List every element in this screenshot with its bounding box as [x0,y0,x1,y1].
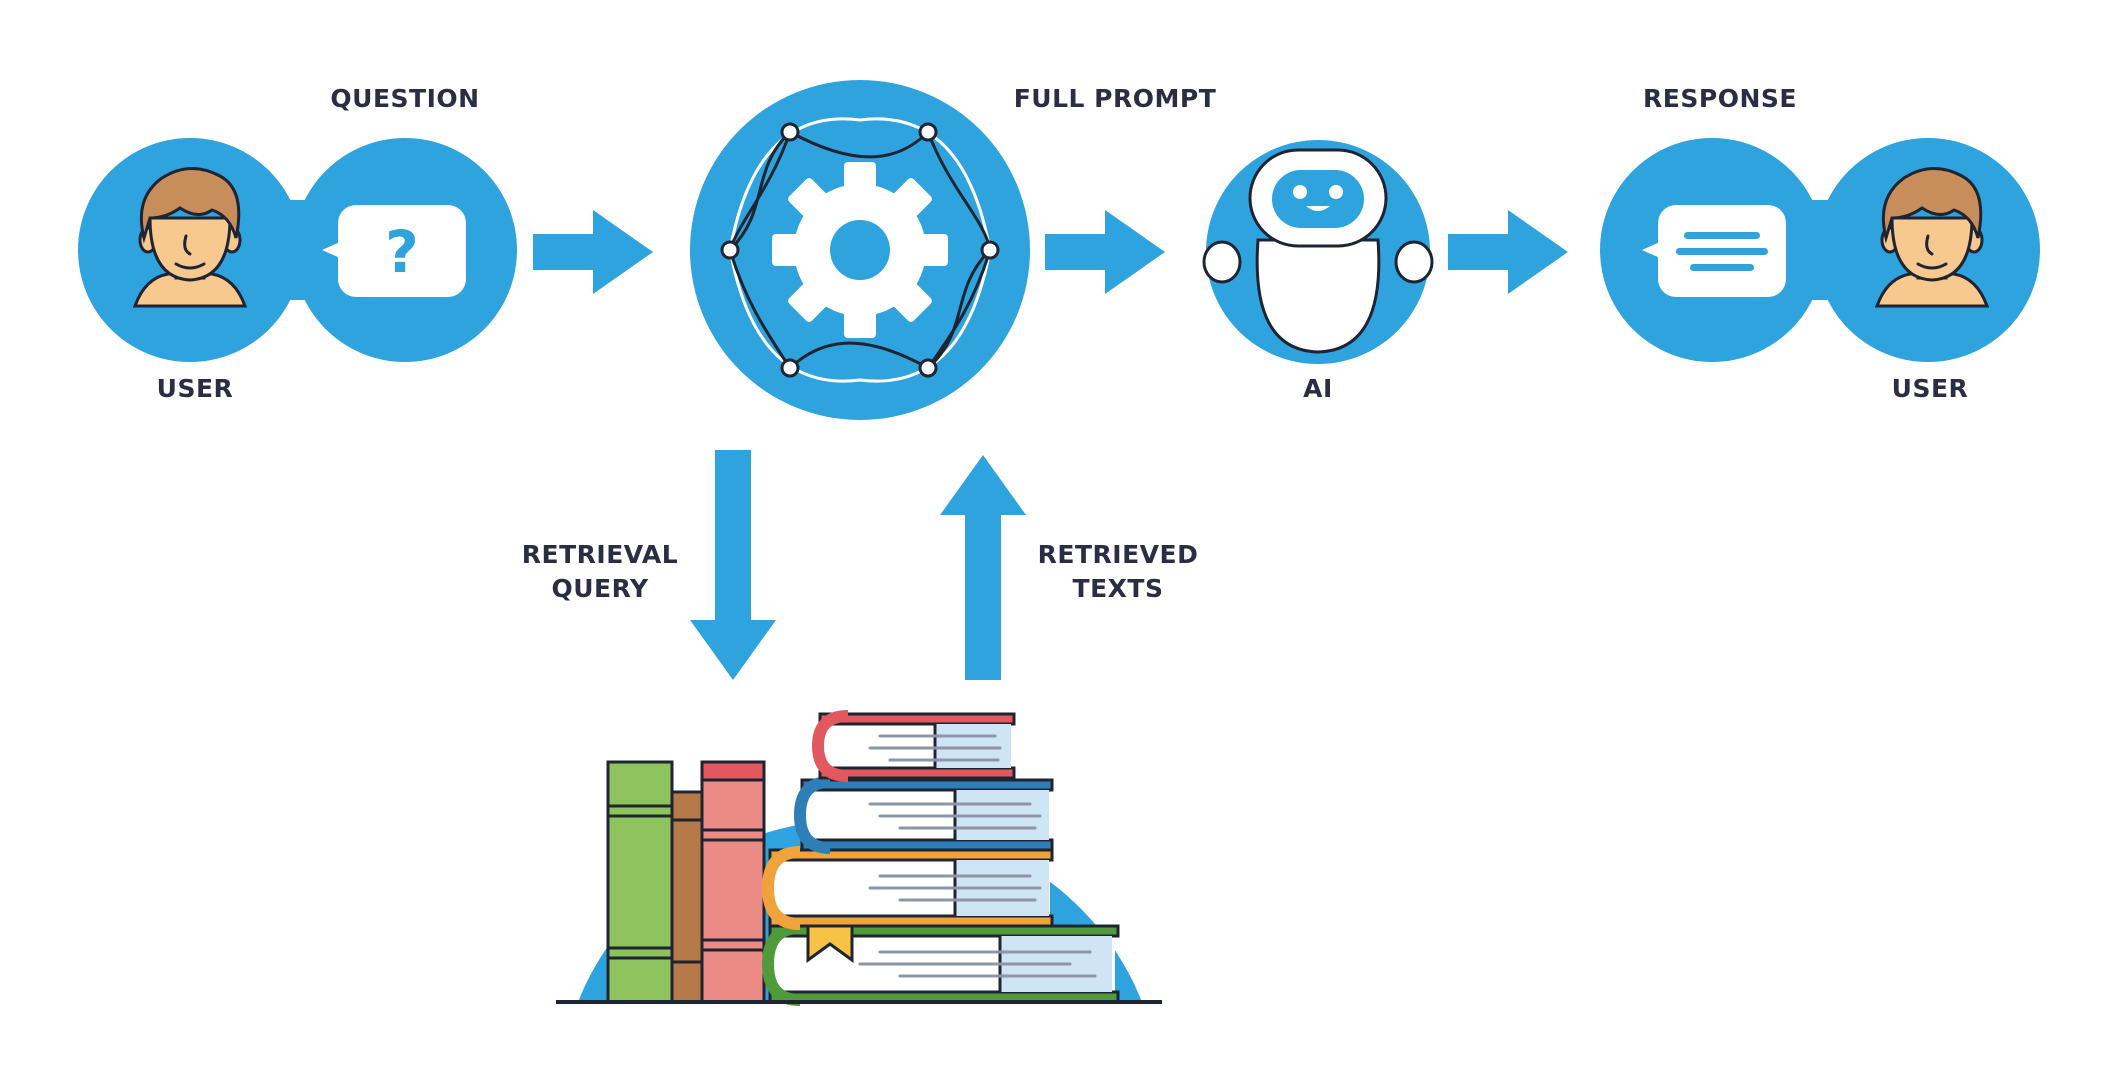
knowledge-base-books [556,710,1162,1006]
user-question-node: ? [78,138,517,362]
ai-node [1202,140,1434,364]
arrow-retrieved-texts-up [940,455,1026,680]
arrow-ai-to-response [1448,210,1568,294]
arrow-question-to-prompt [533,210,653,294]
label-question: QUESTION [330,84,480,113]
label-retrieval-query: RETRIEVAL QUERY [500,538,700,606]
question-bubble-icon: ? [322,205,466,297]
label-response: RESPONSE [1643,84,1797,113]
arrow-retrieval-query-down [690,450,776,680]
label-full-prompt: FULL PROMPT [1013,84,1217,113]
label-retrieved-texts-line2: TEXTS [1072,574,1164,603]
arrow-prompt-to-ai [1045,210,1165,294]
user-avatar-icon [1875,166,1989,308]
label-user-right: USER [1891,374,1969,403]
label-retrieved-texts: RETRIEVED TEXTS [1018,538,1218,606]
response-bubble-icon [1642,205,1786,297]
label-ai: AI [1303,374,1333,403]
response-user-node [1600,138,2040,362]
robot-icon [1202,148,1434,354]
full-prompt-node [690,80,1030,420]
label-retrieval-query-line1: RETRIEVAL [521,540,679,569]
label-retrieved-texts-line1: RETRIEVED [1037,540,1199,569]
network-nodes [720,122,1000,378]
user-avatar-icon [133,166,247,308]
book-stack-icon [606,710,1120,1006]
gear-icon [772,162,948,338]
label-retrieval-query-line2: QUERY [551,574,649,603]
question-mark: ? [385,218,419,286]
label-user-left: USER [156,374,234,403]
